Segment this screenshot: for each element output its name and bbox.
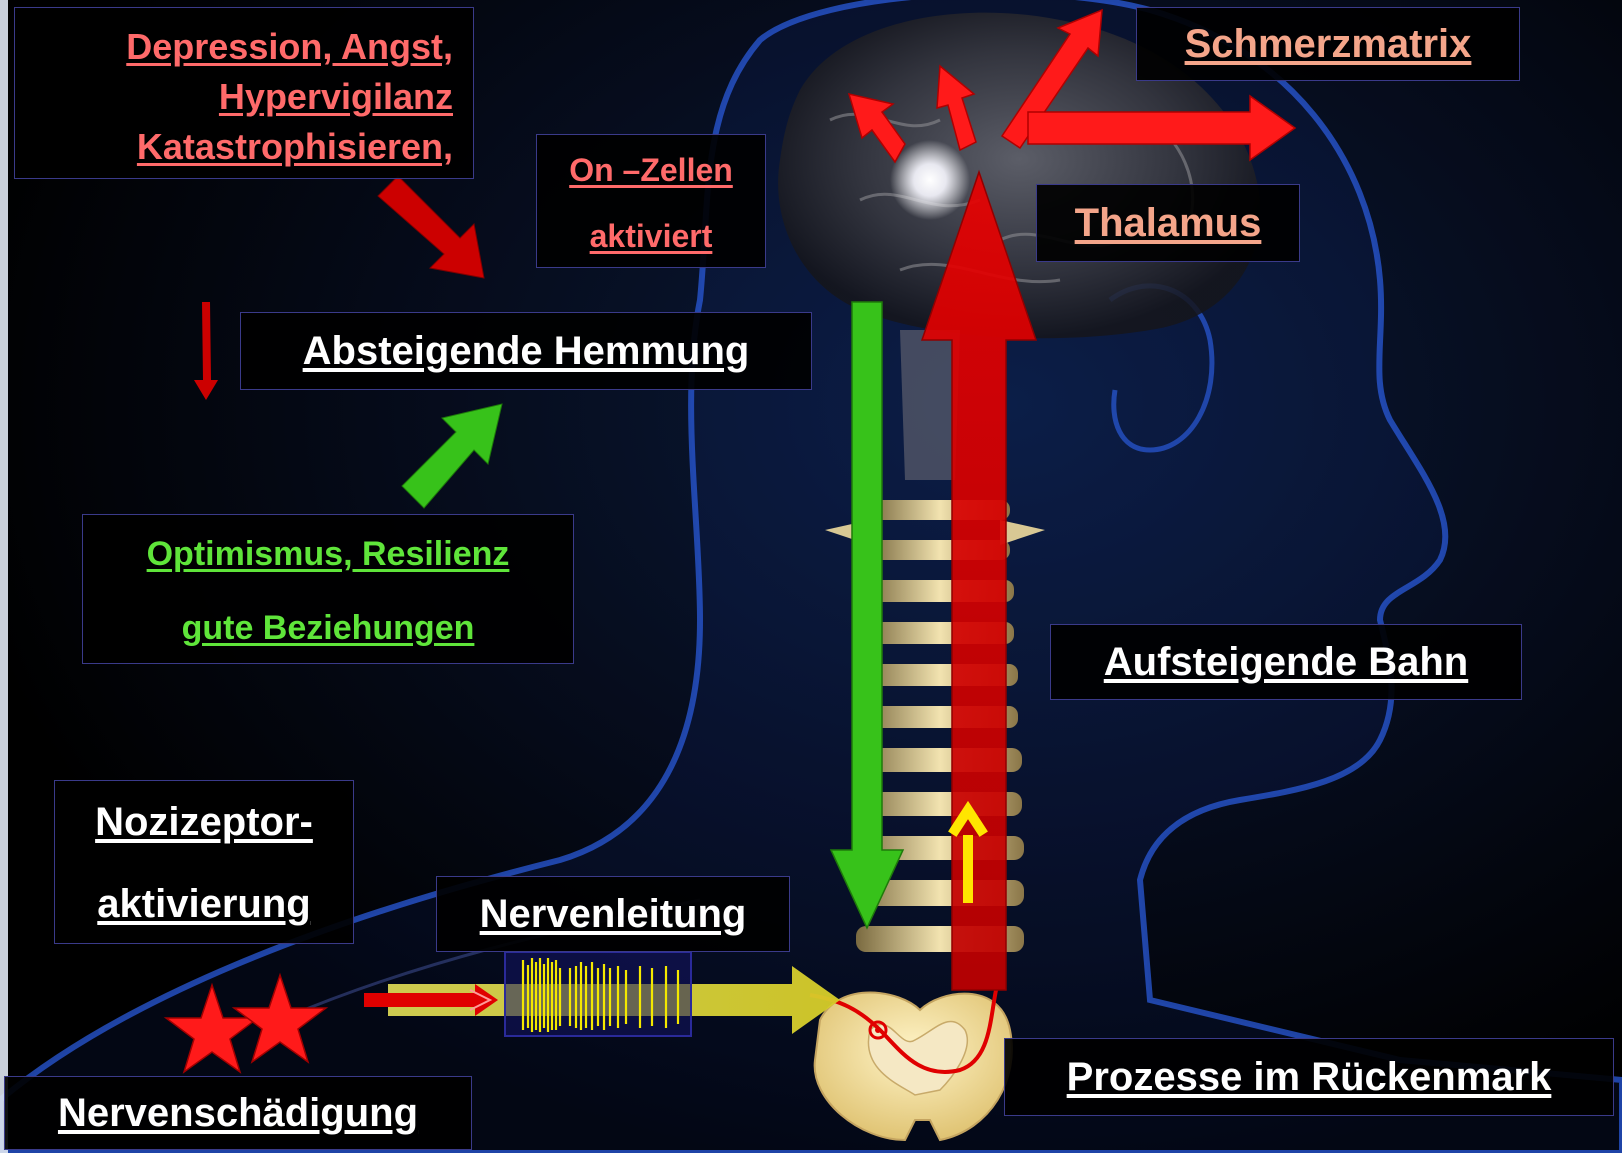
nociceptor-activation-label: Nozizeptor- aktivierung <box>54 780 354 944</box>
ascending-pathway-label: Aufsteigende Bahn <box>1050 624 1522 700</box>
spinal-cord-icon <box>815 993 1012 1141</box>
negative-factor-line: Katastrophisieren, <box>15 122 453 172</box>
on-cells-line: aktiviert <box>537 203 765 269</box>
inhibition-decrease-arrow <box>194 302 218 400</box>
positive-factor-line: Optimismus, Resilienz <box>83 517 573 591</box>
negative-factor-line: Hypervigilanz <box>15 72 453 122</box>
descending-inhibition-label: Absteigende Hemmung <box>240 312 812 390</box>
thalamus-glow <box>890 140 970 220</box>
thalamus-label: Thalamus <box>1036 184 1300 262</box>
nerve-conduction-label: Nervenleitung <box>436 876 790 952</box>
negative-factors-label: Depression, Angst, Hypervigilanz Katastr… <box>14 7 474 179</box>
nerve-damage-label: Nervenschädigung <box>4 1076 472 1150</box>
on-cells-label: On –Zellen aktiviert <box>536 134 766 268</box>
negative-factor-line: Depression, Angst, <box>15 22 453 72</box>
nerve-signal-icon <box>505 952 691 1036</box>
negative-factors-arrow <box>378 176 484 278</box>
spinal-processes-label: Prozesse im Rückenmark <box>1004 1038 1614 1116</box>
positive-factor-line: gute Beziehungen <box>83 591 573 665</box>
nociceptor-line: Nozizeptor- <box>55 781 353 863</box>
pain-matrix-label: Schmerzmatrix <box>1136 7 1520 81</box>
positive-factors-label: Optimismus, Resilienz gute Beziehungen <box>82 514 574 664</box>
positive-factors-arrow <box>402 404 502 508</box>
on-cells-line: On –Zellen <box>537 137 765 203</box>
nociceptor-line: aktivierung <box>55 863 353 945</box>
